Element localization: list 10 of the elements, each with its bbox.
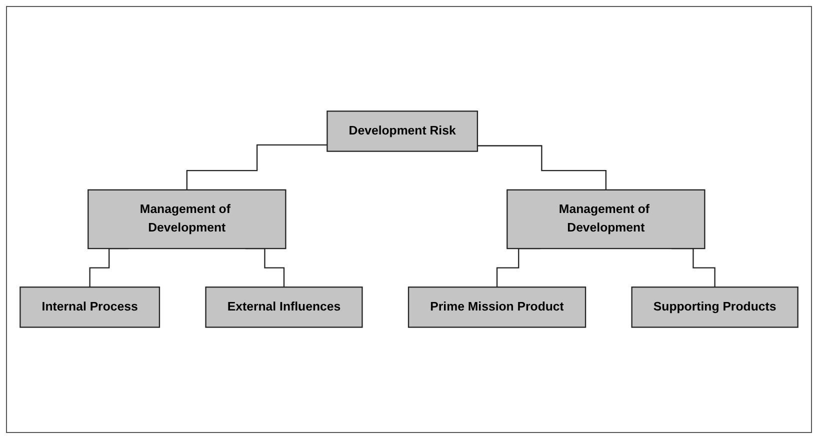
node-box: [205, 286, 363, 328]
node-box: [631, 286, 798, 328]
node-box: [88, 190, 286, 250]
node-box: [20, 286, 160, 328]
connector: [477, 145, 606, 191]
node-box: [326, 110, 478, 152]
diagram-frame: Development Risk Management of Development Management of Development Internal Process External Influences Prime Mission Product Supporting Products: [6, 6, 812, 433]
connector: [186, 144, 328, 191]
node-box: [408, 286, 586, 328]
node-box: [506, 190, 706, 250]
